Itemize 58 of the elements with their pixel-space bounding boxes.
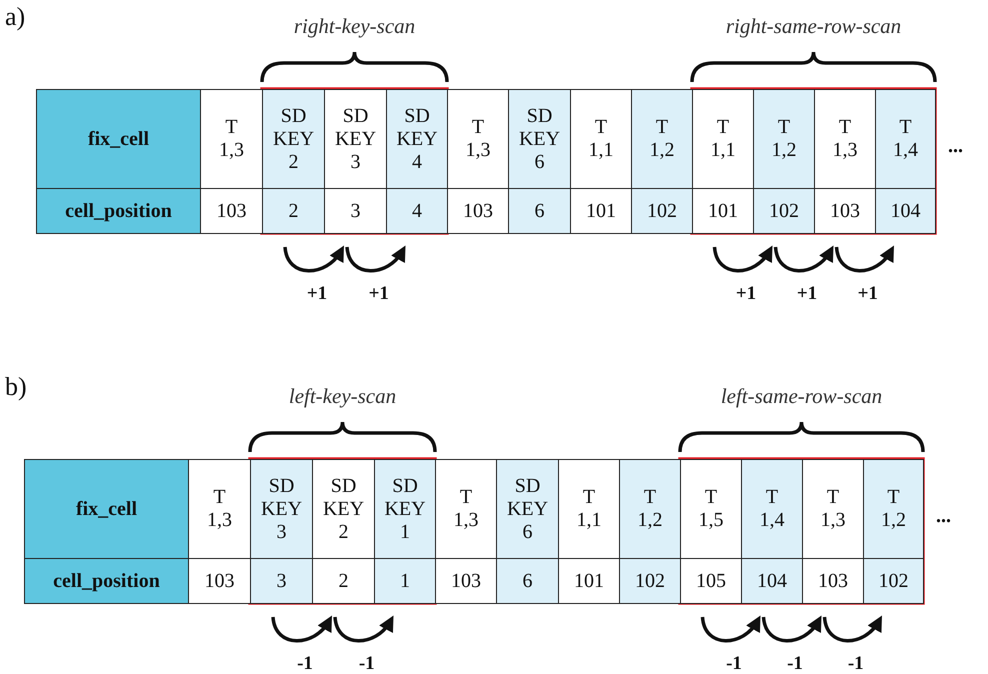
table-cell: T 1,3 bbox=[200, 89, 263, 189]
step-label: +1 bbox=[796, 283, 818, 305]
table-cell: T 1,2 bbox=[631, 89, 693, 189]
table-cell: 103 bbox=[435, 558, 497, 604]
table-cell: SD KEY 6 bbox=[508, 89, 571, 189]
row-header-cell: fix_cell bbox=[36, 89, 201, 189]
table-cell: 103 bbox=[200, 188, 263, 234]
table-cell: 6 bbox=[496, 558, 559, 604]
scan-name: right-same-row-scan bbox=[726, 14, 902, 39]
table-cell: T 1,1 bbox=[692, 89, 754, 189]
table-cell: SD KEY 1 bbox=[374, 459, 436, 559]
step-label: -1 bbox=[358, 653, 375, 674]
table-cell: 6 bbox=[508, 188, 571, 234]
step-label: -1 bbox=[297, 653, 313, 674]
table-cell: 103 bbox=[188, 558, 251, 604]
table-cell: 105 bbox=[680, 558, 742, 604]
table-cell: T 1,3 bbox=[447, 89, 509, 189]
table-cell: 104 bbox=[741, 558, 803, 604]
step-label: +1 bbox=[736, 283, 756, 305]
table-cell: 101 bbox=[692, 188, 754, 234]
table-cell: 102 bbox=[631, 188, 693, 234]
panel-label: a) bbox=[5, 2, 26, 32]
scan-name: left-same-row-scan bbox=[720, 384, 882, 409]
step-label: +1 bbox=[858, 283, 878, 305]
table-cell: T 1,2 bbox=[619, 459, 681, 559]
step-label: -1 bbox=[726, 653, 742, 674]
table-cell: 103 bbox=[447, 188, 509, 234]
table-cell: SD KEY 4 bbox=[386, 89, 448, 189]
scan-name: right-key-scan bbox=[294, 14, 416, 39]
table-cell: T 1,4 bbox=[741, 459, 803, 559]
step-label: +1 bbox=[368, 283, 389, 305]
table-cell: T 1,4 bbox=[875, 89, 936, 189]
ellipsis: ... bbox=[948, 135, 963, 158]
table-cell: 104 bbox=[875, 188, 936, 234]
table-cell: T 1,5 bbox=[680, 459, 742, 559]
table-cell: T 1,3 bbox=[188, 459, 251, 559]
ellipsis: ... bbox=[936, 505, 951, 528]
table-cell: 1 bbox=[374, 558, 436, 604]
table-cell: 3 bbox=[250, 558, 313, 604]
table-cell: 102 bbox=[753, 188, 815, 234]
table-cell: T 1,3 bbox=[435, 459, 497, 559]
table-cell: SD KEY 6 bbox=[496, 459, 559, 559]
table-cell: SD KEY 2 bbox=[262, 89, 325, 189]
scan-name: left-key-scan bbox=[288, 384, 396, 409]
row-header-cell: fix_cell bbox=[24, 459, 189, 559]
row-header-cell: cell_position bbox=[36, 188, 201, 234]
table-cell: 4 bbox=[386, 188, 448, 234]
table-cell: 102 bbox=[863, 558, 924, 604]
step-label: -1 bbox=[787, 653, 803, 674]
panel-label: b) bbox=[5, 372, 27, 402]
table-cell: SD KEY 3 bbox=[250, 459, 313, 559]
row-header-cell: cell_position bbox=[24, 558, 189, 604]
step-label: -1 bbox=[848, 653, 864, 674]
table-cell: T 1,2 bbox=[863, 459, 924, 559]
table-cell: 102 bbox=[619, 558, 681, 604]
step-label: +1 bbox=[306, 283, 328, 305]
table-cell: 2 bbox=[262, 188, 325, 234]
table-cell: T 1,2 bbox=[753, 89, 815, 189]
